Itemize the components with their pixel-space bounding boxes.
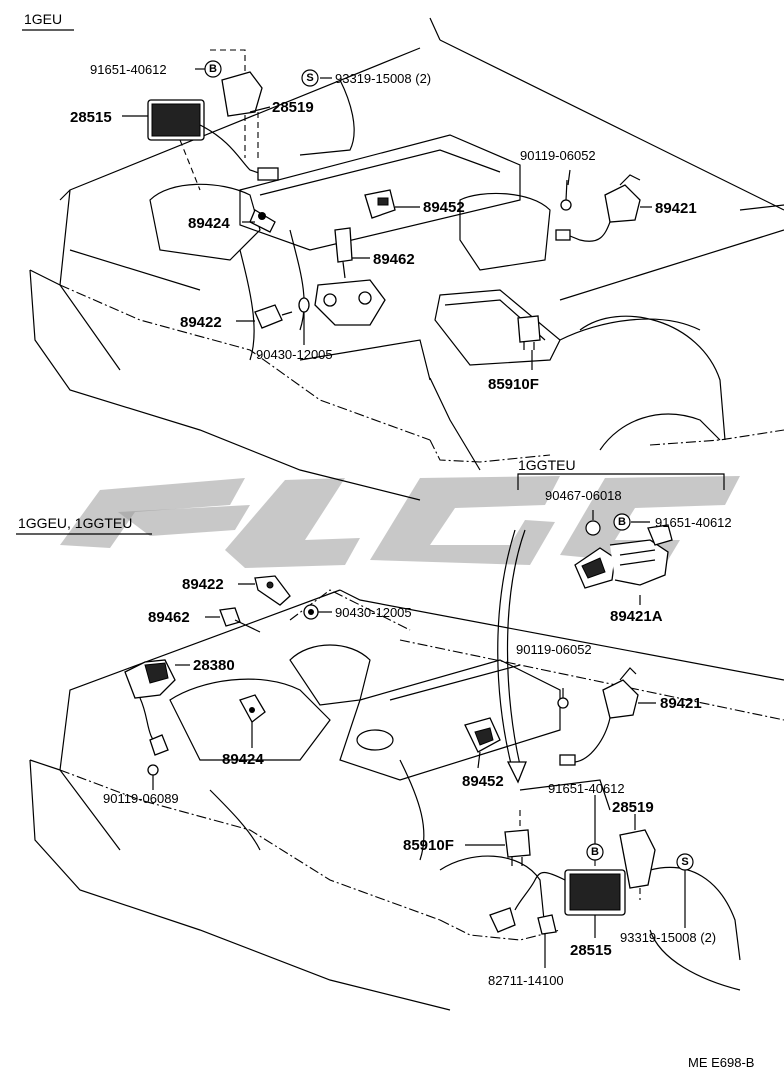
label-28519-bottom: 28519 [612, 799, 654, 816]
diagram-code: ME E698-B [688, 1055, 754, 1070]
label-89421-bottom: 89421 [660, 695, 702, 712]
svg-text:S: S [306, 72, 313, 84]
bottom-section-drawing [29, 589, 784, 1011]
label-91651-40612-top: 91651-40612 [90, 62, 167, 77]
label-28515-top: 28515 [70, 109, 112, 126]
inset-leaders [592, 510, 650, 605]
label-28515-bottom: 28515 [570, 942, 612, 959]
section-title-top: 1GEU [24, 11, 62, 27]
part-89462-sensor-bottom [219, 607, 261, 633]
label-85910f-top: 85910F [488, 376, 539, 393]
label-90430-12005-top: 90430-12005 [256, 347, 333, 362]
part-89421-sensor-bottom [559, 667, 639, 766]
label-85910f-bottom: 85910F [403, 837, 454, 854]
part-water-outlet [314, 279, 386, 326]
badge-s-bottom: S [676, 853, 694, 871]
label-89424-bottom: 89424 [222, 751, 264, 768]
badge-b-bottom: B [586, 843, 604, 861]
svg-text:S: S [681, 856, 688, 868]
top-section-drawing [29, 17, 784, 501]
part-90119-06052-bolt [560, 179, 572, 211]
label-91651-40612-inset: 91651-40612 [655, 515, 732, 530]
svg-text:B: B [591, 846, 599, 858]
watermark-logo [60, 476, 740, 568]
part-89452-sensor-bottom [464, 717, 501, 753]
inset-bracket [517, 473, 725, 490]
label-82711-14100-bottom: 82711-14100 [488, 973, 564, 988]
part-90119-06089-bolt [147, 764, 159, 776]
section-title-bottom: 1GGEU, 1GGTEU [18, 515, 132, 531]
part-28380-unit [124, 659, 176, 756]
badge-s-top: S [301, 69, 319, 87]
part-89424-sensor [249, 209, 276, 233]
section-title-inset: 1GGTEU [518, 457, 576, 473]
part-89422-sensor [254, 297, 310, 329]
svg-text:B: B [618, 516, 626, 528]
label-89421a-inset: 89421A [610, 608, 663, 625]
label-91651-40612-bottom: 91651-40612 [548, 781, 625, 796]
label-89421-top: 89421 [655, 200, 697, 217]
svg-text:B: B [209, 63, 217, 75]
part-89462-sensor [334, 227, 353, 279]
label-90119-06052-bottom: 90119-06052 [516, 642, 592, 657]
part-90119-06052-bolt-bottom [557, 697, 569, 709]
label-89452-bottom: 89452 [462, 773, 504, 790]
part-89424-sensor-bottom [239, 694, 266, 723]
part-89421-sensor [555, 174, 641, 242]
part-89421a-sensor [574, 524, 673, 589]
label-89424-top: 89424 [188, 215, 230, 232]
arrow-inset-to-engine [497, 529, 527, 784]
badge-b-top: B [204, 60, 222, 78]
label-89422-bottom: 89422 [182, 576, 224, 593]
label-90119-06089-bottom: 90119-06089 [103, 791, 179, 806]
part-85910f-relay [517, 315, 541, 350]
part-90430-12005-gasket-bottom [303, 604, 319, 620]
top-leaders [122, 68, 652, 370]
label-28380-bottom: 28380 [193, 657, 235, 674]
part-85910f-relay-bottom [504, 829, 531, 866]
label-90119-06052-top: 90119-06052 [520, 148, 596, 163]
part-82711-14100-clip [537, 914, 557, 935]
badge-s-inset [585, 520, 601, 536]
part-89452-sensor [364, 189, 396, 219]
label-89462-top: 89462 [373, 251, 415, 268]
label-89462-bottom: 89462 [148, 609, 190, 626]
part-28519-bracket-bottom [619, 829, 656, 889]
label-28519-top: 28519 [272, 99, 314, 116]
label-93319-15008-bottom: 93319-15008 (2) [620, 930, 716, 945]
bottom-leaders [152, 583, 686, 968]
label-89452-top: 89452 [423, 199, 465, 216]
label-90430-12005-bottom: 90430-12005 [335, 605, 412, 620]
part-28519-bracket [221, 71, 263, 117]
part-28515-regulator [147, 99, 279, 181]
label-90467-06018-inset: 90467-06018 [545, 488, 622, 503]
label-93319-15008-top: 93319-15008 (2) [335, 71, 431, 86]
label-89422-top: 89422 [180, 314, 222, 331]
badge-b-inset: B [613, 513, 631, 531]
part-89422-sensor-bottom [254, 575, 291, 606]
part-28515-regulator-bottom [489, 869, 626, 933]
